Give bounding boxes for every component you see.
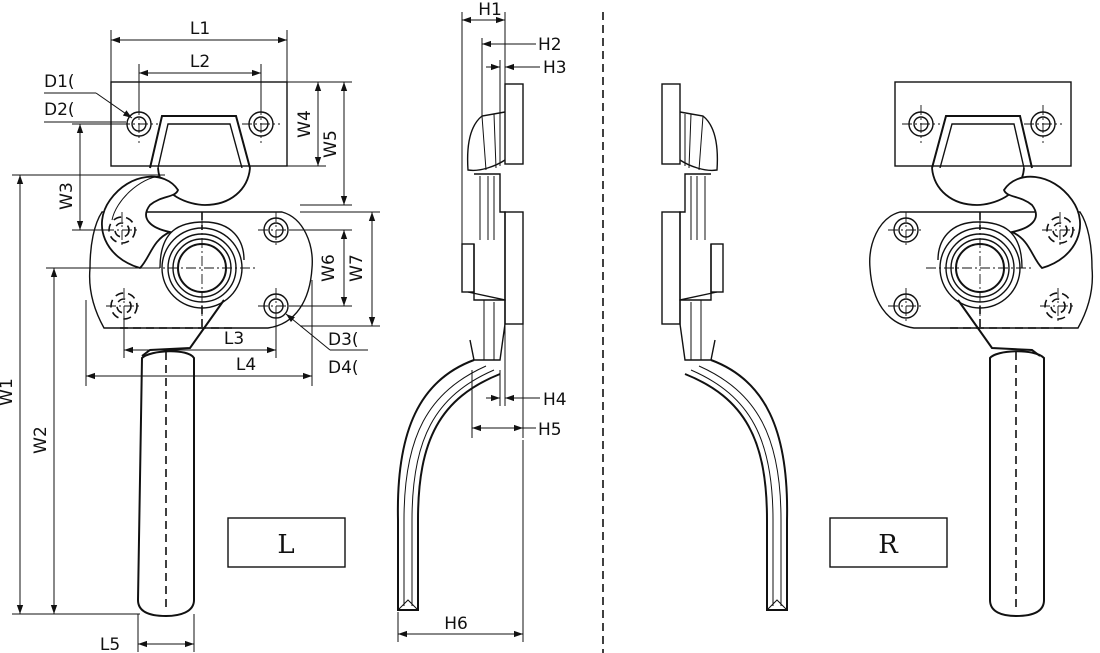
dim-L3-label: L3: [224, 329, 244, 349]
left-body-plate: [88, 211, 313, 329]
dim-H2-label: H2: [538, 35, 562, 55]
dim-H3-label: H3: [543, 58, 567, 78]
dim-W1-label: W1: [0, 378, 17, 406]
dim-W6-label: W6: [319, 254, 339, 282]
left-dimensions: L1 L2 D1( D2( W4 W5 W3 W6 W7 D3( D4: [0, 19, 380, 653]
side-handle: [396, 359, 501, 611]
dim-H6-label: H6: [444, 614, 468, 634]
dim-W5-label: W5: [321, 130, 341, 158]
dim-D1-label: D1(: [44, 72, 75, 92]
dim-W4-label: W4: [295, 110, 315, 138]
left-view-label: L: [277, 530, 294, 560]
side-dimensions: H1 H2 H3 H4 H5 H6: [397, 0, 567, 642]
side-view: [396, 83, 524, 611]
left-body-hole-1: [258, 212, 294, 248]
side-body-plate: [504, 211, 524, 325]
dim-L1-label: L1: [190, 19, 210, 39]
dim-D2-label: D2(: [44, 100, 75, 120]
dim-H1-label: H1: [478, 0, 502, 20]
right-view-label: R: [878, 530, 899, 560]
dim-H5-label: H5: [538, 420, 562, 440]
left-keeper-inner: [157, 123, 243, 169]
dim-D4-label: D4(: [328, 358, 359, 378]
left-hidden-hole-1: [104, 212, 140, 248]
side-top-plate: [504, 83, 524, 165]
left-keeper-outer: [149, 115, 251, 169]
mirrored-side-view: [661, 83, 789, 611]
right-view-tag: R: [829, 517, 948, 568]
dim-W2-label: W2: [31, 426, 51, 454]
dim-L4-label: L4: [236, 355, 256, 375]
dim-L2-label: L2: [190, 52, 210, 72]
left-view-tag: L: [227, 517, 346, 568]
dim-W3-label: W3: [57, 182, 77, 210]
dim-L5-label: L5: [100, 635, 120, 653]
dim-W7-label: W7: [347, 254, 367, 282]
left-hook: [101, 175, 180, 270]
right-view: [869, 81, 1094, 618]
dim-D3-label: D3(: [328, 330, 359, 350]
left-view: [88, 81, 313, 618]
dim-H4-label: H4: [543, 390, 567, 410]
